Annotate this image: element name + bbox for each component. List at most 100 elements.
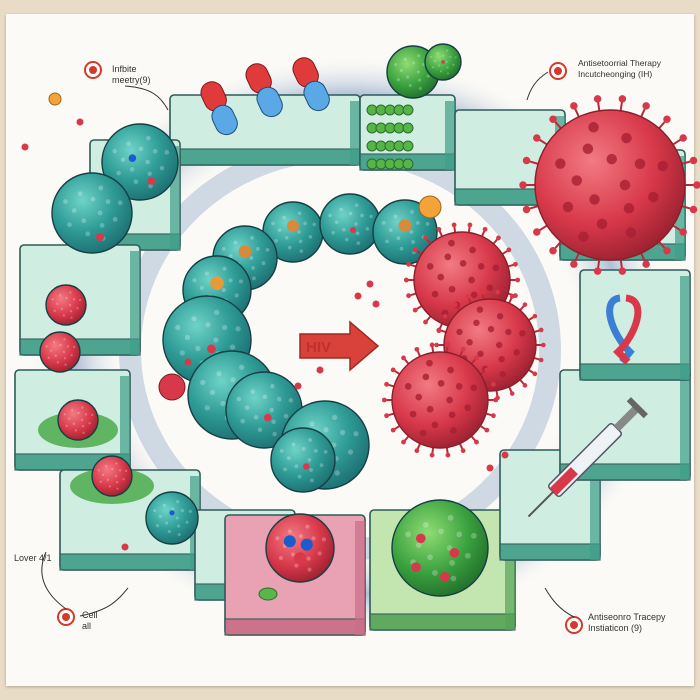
healthy-cell-inner-texture xyxy=(179,350,185,356)
healthy-cell-inner-texture xyxy=(279,448,284,453)
red-cell-texture xyxy=(67,417,71,420)
healthy-cell-texture xyxy=(138,146,144,152)
healthy-cell-inner-texture xyxy=(284,236,289,240)
callout-line xyxy=(526,71,549,101)
infected-green-cell-marker xyxy=(416,533,426,544)
hiv-virus-spike-tip xyxy=(495,289,500,295)
hiv-virus-spike-tip xyxy=(482,226,488,232)
healthy-cell-texture xyxy=(159,165,165,171)
hiv-virus-large-spot xyxy=(562,201,574,213)
red-cell-texture xyxy=(69,310,73,313)
callout-bottom-left-b: Cell all xyxy=(82,610,98,632)
hiv-virus-spot xyxy=(426,359,433,367)
hiv-arrow-label: HIV xyxy=(306,339,331,356)
hiv-virus-large-spike-tip xyxy=(689,156,698,165)
red-cell-texture xyxy=(55,302,59,305)
healthy-cell-inner-marker xyxy=(287,220,299,232)
infected-green-cell-texture xyxy=(438,64,441,67)
hiv-virus-spike-tip xyxy=(515,277,521,283)
healthy-cell-inner-texture xyxy=(270,383,275,389)
healthy-cell-texture xyxy=(180,509,184,513)
healthy-cell-texture xyxy=(99,223,105,228)
callout-marker-icon xyxy=(549,62,567,80)
hiv-virus-spike-tip xyxy=(384,413,389,419)
infected-green-cell-texture xyxy=(445,60,448,64)
healthy-cell-inner-texture xyxy=(319,463,324,468)
block-side xyxy=(445,101,455,170)
healthy-cell-texture xyxy=(146,135,151,141)
red-cell-texture xyxy=(104,465,108,468)
red-cell-texture xyxy=(63,338,66,341)
hiv-virus-spike-tip xyxy=(401,439,406,445)
hiv-virus-spike-tip xyxy=(522,302,528,307)
hiv-virus-large-spike-tip xyxy=(522,205,531,214)
scatter-particle xyxy=(294,382,302,390)
red-cell-texture xyxy=(115,481,119,484)
hiv-virus-spot xyxy=(477,350,484,358)
hiv-virus-spot xyxy=(470,291,478,299)
red-cell-texture xyxy=(65,424,68,428)
syringe-icon xyxy=(527,397,648,518)
healthy-cell-inner-texture xyxy=(286,456,291,460)
healthy-cell-inner-texture xyxy=(299,249,304,253)
hiv-virus-spot xyxy=(513,349,520,356)
healthy-cell-inner-texture xyxy=(425,221,430,226)
hiv-virus xyxy=(381,342,499,458)
healthy-cell-inner-marker xyxy=(207,344,216,354)
healthy-cell-inner xyxy=(225,371,303,449)
hiv-virus-spot xyxy=(498,356,505,363)
block-side xyxy=(170,146,180,250)
hiv-virus-spike-tip xyxy=(445,452,451,458)
hiv-virus-spike-tip xyxy=(412,307,418,313)
healthy-cell-inner-texture xyxy=(205,322,211,328)
hiv-virus-spike-tip xyxy=(381,397,387,403)
hiv-virus-spot xyxy=(419,429,427,437)
healthy-cell-inner-texture xyxy=(399,246,404,251)
healthy-cell-inner-texture xyxy=(250,389,256,394)
healthy-cell-inner-texture xyxy=(249,256,254,260)
infected-cell-texture xyxy=(311,536,316,541)
infected-cell-texture xyxy=(275,536,280,541)
healthy-cell-texture xyxy=(97,210,103,216)
healthy-cell-inner-texture xyxy=(244,405,250,410)
infected-green-cell-texture xyxy=(416,70,420,74)
awareness-ribbon-icon xyxy=(606,294,642,365)
red-cell-texture xyxy=(70,354,73,357)
healthy-cell-inner-texture xyxy=(356,241,361,245)
scatter-particle xyxy=(501,451,509,459)
hiv-virus-large-spot xyxy=(619,179,631,191)
infected-cell-marker xyxy=(283,535,296,548)
hiv-virus-spike-tip xyxy=(467,222,473,228)
healthy-cell-inner-texture xyxy=(354,222,358,226)
infected-green-cell-texture xyxy=(422,521,429,528)
healthy-cell-inner-texture xyxy=(230,377,236,383)
hiv-virus-spot xyxy=(466,339,473,346)
block-side xyxy=(590,456,600,560)
capsule-blue-half xyxy=(303,80,330,112)
infected-green-cell-texture xyxy=(412,61,416,65)
healthy-cell-inner-texture xyxy=(240,418,245,424)
scatter-particle xyxy=(76,118,84,126)
callout-line xyxy=(41,551,67,610)
hiv-virus-spot xyxy=(519,330,526,337)
red-cell-texture xyxy=(72,345,76,349)
hiv-virus-spike-tip xyxy=(491,381,496,387)
hiv-virus-spot xyxy=(431,421,439,429)
healthy-cell-inner-texture xyxy=(229,344,236,350)
callout-top-left-line1: Infbite xyxy=(112,64,137,74)
hiv-virus-spike-tip xyxy=(493,397,499,403)
red-cell-texture xyxy=(63,413,66,416)
hiv-virus-spot xyxy=(426,262,434,270)
red-cell-texture xyxy=(108,485,112,488)
hiv-arrow: HIV xyxy=(299,320,380,372)
hiv-virus-large-spike-tip xyxy=(618,95,627,103)
healthy-cell-texture xyxy=(77,191,83,197)
healthy-cell-inner-texture xyxy=(344,237,349,242)
healthy-cell-inner-texture xyxy=(184,334,191,340)
hiv-virus-spike-tip xyxy=(532,371,538,377)
red-cell-texture xyxy=(106,478,110,482)
healthy-cell-inner-texture xyxy=(235,326,241,332)
hiv-virus-spike-tip xyxy=(412,247,418,253)
healthy-cell-inner-texture xyxy=(415,220,420,225)
hiv-virus-spot xyxy=(448,285,456,293)
